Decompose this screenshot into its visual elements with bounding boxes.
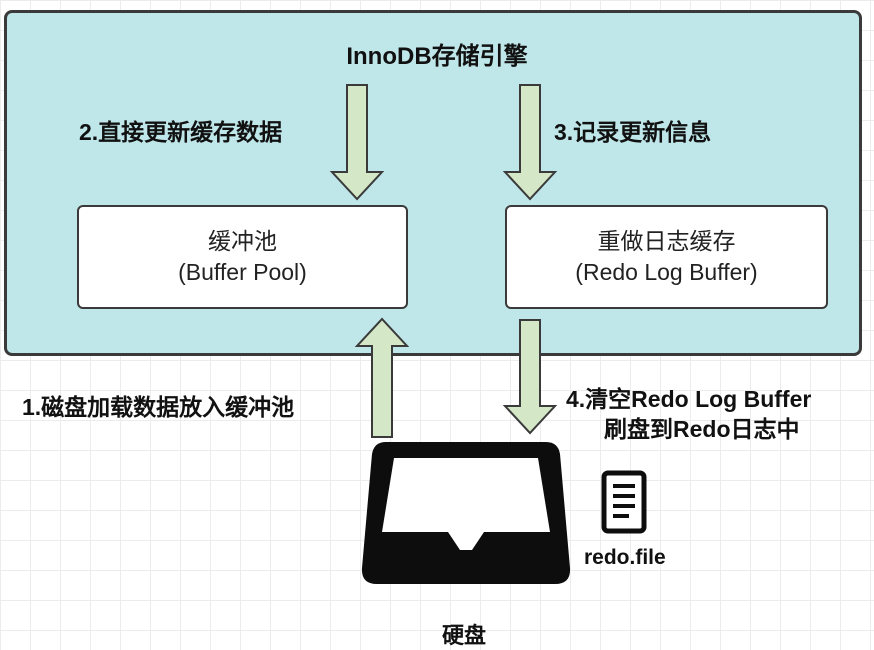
arrow-down-flush-redo — [502, 319, 558, 435]
buffer-pool-name-en: (Buffer Pool) — [178, 259, 307, 285]
step2-label: 2.直接更新缓存数据 — [79, 119, 283, 145]
redo-log-buffer-name-en: (Redo Log Buffer) — [575, 259, 758, 285]
step1-label: 1.磁盘加载数据放入缓冲池 — [22, 394, 295, 420]
document-icon — [601, 470, 647, 534]
redo-file-label: redo.file — [584, 546, 666, 569]
hard-disk-icon — [361, 442, 571, 584]
arrow-up-load-data — [354, 317, 410, 438]
step4-label-line1: 4.清空Redo Log Buffer — [566, 386, 812, 412]
buffer-pool-name-cn: 缓冲池 — [208, 228, 277, 254]
redo-log-buffer-box: 重做日志缓存 (Redo Log Buffer) — [505, 205, 828, 309]
redo-log-buffer-name-cn: 重做日志缓存 — [597, 228, 736, 254]
step4-label-line2: 刷盘到Redo日志中 — [604, 416, 800, 442]
arrow-down-record-update — [502, 84, 558, 201]
buffer-pool-box: 缓冲池 (Buffer Pool) — [77, 205, 408, 309]
disk-label: 硬盘 — [442, 623, 487, 648]
arrow-down-update-cache — [329, 84, 385, 201]
engine-title: InnoDB存储引擎 — [346, 43, 528, 70]
step3-label: 3.记录更新信息 — [554, 119, 712, 145]
